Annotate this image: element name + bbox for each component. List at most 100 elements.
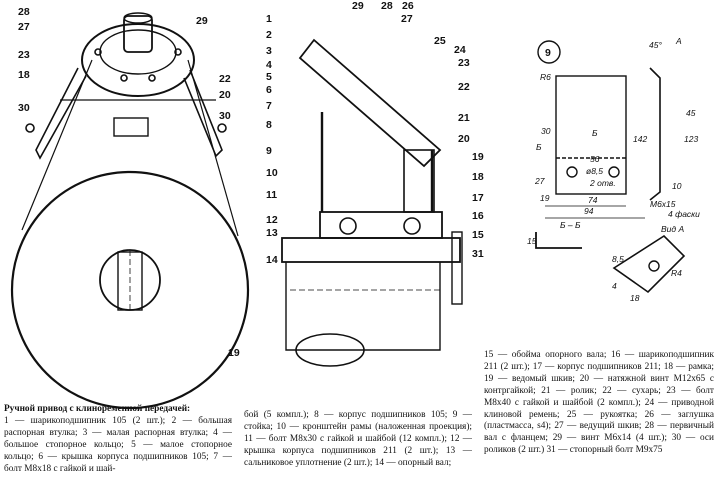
label-31-mid: 31 — [472, 248, 484, 260]
dim-r6: R6 — [540, 72, 551, 82]
dim-74: 74 — [588, 195, 598, 205]
caption-column-3: 15 — обойма опорного вала; 16 — шарикопо… — [484, 350, 714, 486]
label-29-left: 29 — [196, 15, 208, 27]
label-1: 1 — [266, 13, 272, 25]
dim-r4: R4 — [671, 268, 682, 278]
caption-column-1: Ручной привод с клиноременной передачей:… — [4, 404, 232, 490]
view-a-shape — [612, 234, 686, 294]
side-view — [649, 67, 661, 201]
plate-outline — [555, 75, 627, 195]
dim-27: 27 — [534, 176, 545, 186]
label-4: 4 — [266, 59, 272, 71]
label-30-left-a: 30 — [18, 102, 30, 114]
dim-10: 10 — [672, 181, 682, 191]
label-13: 13 — [266, 227, 278, 239]
belt-left — [21, 59, 93, 231]
dim-30: 30 — [541, 126, 551, 136]
label-25-mid: 25 — [434, 35, 446, 47]
right-detail — [535, 40, 686, 294]
label-29-mid: 29 — [352, 0, 364, 12]
label-27-left: 27 — [18, 21, 30, 33]
frame-right-arm — [183, 69, 223, 158]
label-23-mid: 23 — [458, 57, 470, 69]
detail-number: 9 — [545, 47, 551, 59]
label-10: 10 — [266, 167, 278, 179]
label-3: 3 — [266, 45, 272, 57]
label-23-left: 23 — [18, 49, 30, 61]
dim-bolt-note: 4 фаски — [668, 209, 700, 219]
label-19-left: 19 — [228, 347, 240, 359]
belt-right — [187, 59, 239, 237]
dim-angle: 45° — [649, 40, 662, 50]
dim-two-holes: 2 отв. — [589, 178, 616, 188]
label-24-mid: 24 — [454, 44, 466, 56]
drive-arm — [298, 38, 442, 168]
base-shaft — [281, 237, 461, 263]
dim-4: 4 — [612, 281, 617, 291]
label-28-left: 28 — [18, 6, 30, 18]
label-9: 9 — [266, 145, 272, 157]
label-5: 5 — [266, 71, 272, 83]
label-22-left: 22 — [219, 73, 231, 85]
label-6: 6 — [266, 84, 272, 96]
dim-b-right: Б — [592, 128, 598, 138]
dim-56: 56 — [590, 154, 600, 164]
dim-15: 15 — [527, 236, 537, 246]
label-20-mid: 20 — [458, 133, 470, 145]
label-12: 12 — [266, 214, 278, 226]
caption-column-2: бой (5 компл.); 8 — корпус подшипников 1… — [244, 410, 472, 490]
frame-left-arm — [35, 67, 87, 160]
label-28-mid: 28 — [381, 0, 393, 12]
caption-text-2: бой (5 компл.); 8 — корпус подшипников 1… — [244, 410, 472, 468]
drive-pulley-inner — [99, 29, 177, 75]
label-8: 8 — [266, 119, 272, 131]
drive-pulley — [81, 23, 195, 97]
label-21-mid: 21 — [458, 112, 470, 124]
section-shape — [535, 232, 582, 249]
dim-18: 18 — [630, 293, 640, 303]
label-17-mid: 17 — [472, 192, 484, 204]
dim-a: A — [675, 36, 682, 46]
dim-19: 19 — [540, 193, 550, 203]
label-11: 11 — [266, 189, 277, 201]
shaft — [123, 15, 153, 53]
label-16-mid: 16 — [472, 210, 484, 222]
caption-title: Ручной привод с клиноременной передачей: — [4, 404, 191, 414]
dim-123: 123 — [684, 134, 698, 144]
middle-labels: 1 2 3 4 5 6 7 8 9 10 11 12 13 14 29 28 2… — [266, 0, 484, 266]
middle-section — [281, 38, 463, 367]
right-labels: 9 R6 45° A Б Б 30 56 ø8,5 2 отв. 74 94 2… — [527, 36, 700, 303]
label-30-left-b: 30 — [219, 110, 231, 122]
dim-b-left: Б — [536, 142, 542, 152]
label-18-mid: 18 — [472, 171, 484, 183]
label-14: 14 — [266, 254, 278, 266]
detail-circle — [537, 40, 561, 64]
label-27-mid: 27 — [401, 13, 413, 25]
label-19-mid: 19 — [472, 151, 484, 163]
label-15-mid: 15 — [472, 229, 484, 241]
bearing-housing — [319, 211, 443, 239]
label-22-mid: 22 — [458, 81, 470, 93]
dim-94: 94 — [584, 206, 594, 216]
dim-45: 45 — [686, 108, 696, 118]
dim-m6: М6х15 — [650, 199, 676, 209]
label-26-mid: 26 — [402, 0, 414, 12]
label-7: 7 — [266, 100, 272, 112]
left-view — [10, 12, 250, 410]
slider-block — [113, 117, 149, 137]
driven-pulley — [10, 170, 250, 410]
label-20-left: 20 — [219, 89, 231, 101]
caption-text-3: 15 — обойма опорного вала; 16 — шарикопо… — [484, 350, 714, 456]
label-18-left: 18 — [18, 69, 30, 81]
left-labels: 28 27 29 23 18 22 20 30 30 19 — [18, 6, 240, 359]
pulley-block — [403, 149, 435, 213]
view-a-label: Вид А — [661, 224, 684, 234]
lower-guard — [285, 262, 441, 351]
section-label: Б – Б — [560, 220, 581, 230]
dim-142: 142 — [633, 134, 647, 144]
label-2: 2 — [266, 29, 272, 41]
caption-text-1: 1 — шарикоподшипник 105 (2 шт.); 2 — бол… — [4, 415, 232, 474]
dim-8-5b: 8,5 — [612, 254, 624, 264]
dim-8-5: ø8,5 — [586, 166, 603, 176]
